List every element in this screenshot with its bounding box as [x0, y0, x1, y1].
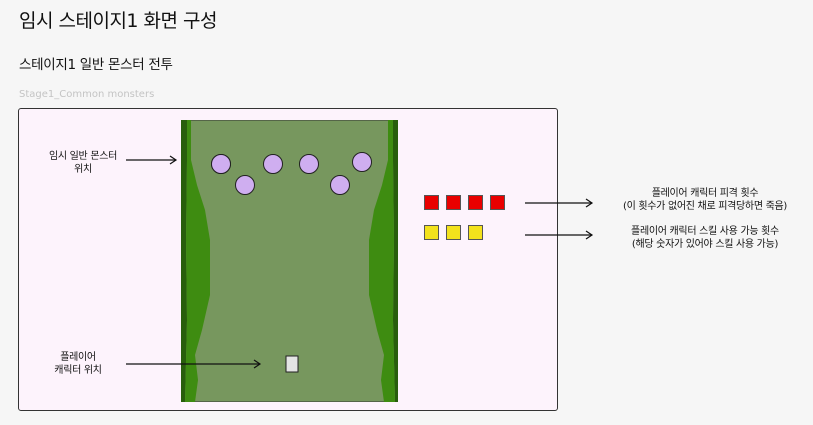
skill-counter-row	[424, 225, 483, 240]
hit-count-note: 플레이어 캐릭터 피격 횟수 (이 횟수가 없어진 채로 피격당하면 죽음)	[600, 187, 810, 213]
player-character	[285, 355, 299, 373]
hit-count-square	[446, 195, 461, 210]
player-position-note: 플레이어 캐릭터 위치	[28, 351, 128, 377]
hit-note-line2: (이 횟수가 없어진 채로 피격당하면 죽음)	[623, 201, 787, 212]
monster-note-line1: 임시 일반 몬스터	[48, 151, 118, 162]
monster-marker	[352, 152, 372, 172]
skill-arrow-head	[585, 230, 594, 240]
right-bush	[369, 120, 395, 402]
skill-count-note: 플레이어 캐릭터 스킬 사용 가능 횟수 (해당 숫자가 있어야 스킬 사용 가…	[600, 225, 810, 251]
monster-marker	[211, 154, 231, 174]
monster-marker	[299, 154, 319, 174]
player-note-line1: 플레이어	[60, 352, 96, 363]
hit-count-square	[468, 195, 483, 210]
section-title: 스테이지1 일반 몬스터 전투	[19, 57, 173, 73]
hit-count-square	[424, 195, 439, 210]
player-note-line2: 캐릭터 위치	[54, 365, 102, 376]
skill-note-line1: 플레이어 캐릭터 스킬 사용 가능 횟수	[631, 226, 779, 237]
hit-note-line1: 플레이어 캐릭터 피격 횟수	[651, 188, 759, 199]
skill-note-line2: (해당 숫자가 있어야 스킬 사용 가능)	[631, 239, 779, 250]
left-bush-dark	[181, 120, 187, 402]
hit-counter-row	[424, 195, 505, 210]
left-bush	[185, 120, 210, 402]
skill-count-square	[446, 225, 461, 240]
monster-marker	[235, 175, 255, 195]
monster-note-line2: 위치	[74, 164, 92, 175]
right-bush-dark	[393, 120, 398, 402]
game-field	[181, 120, 398, 402]
monster-position-note: 임시 일반 몬스터 위치	[28, 150, 138, 176]
skill-count-square	[468, 225, 483, 240]
frame-label: Stage1_Common monsters	[19, 89, 155, 100]
skill-count-square	[424, 225, 439, 240]
monster-marker	[330, 175, 350, 195]
hit-count-square	[490, 195, 505, 210]
hit-arrow-head	[585, 198, 594, 208]
monster-marker	[263, 154, 283, 174]
page-title: 임시 스테이지1 화면 구성	[19, 10, 218, 32]
monster-group	[211, 152, 372, 195]
